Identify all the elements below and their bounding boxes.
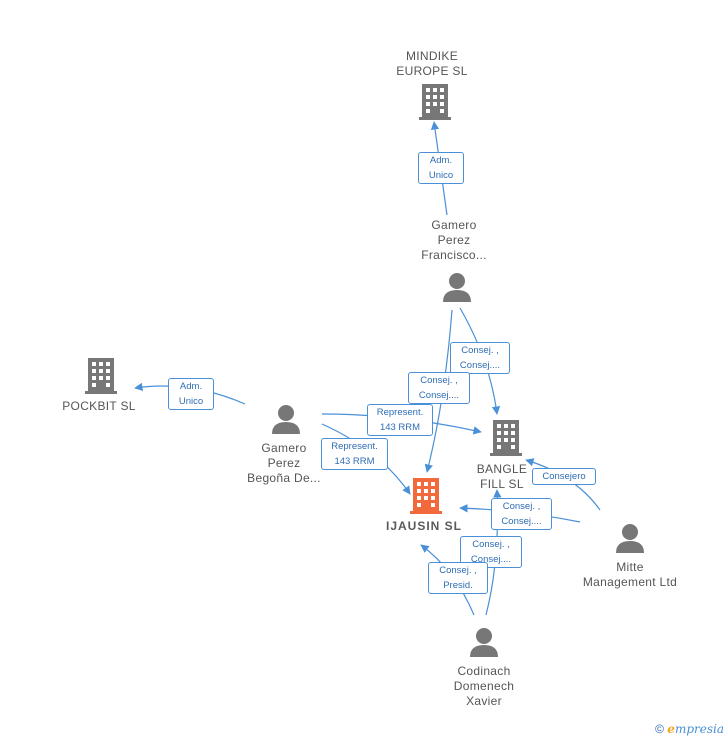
building-icon[interactable] — [490, 420, 522, 456]
building-icon[interactable] — [419, 84, 451, 120]
node-label-pockbit[interactable]: POCKBIT SL — [62, 399, 136, 413]
building-icon[interactable] — [85, 358, 117, 394]
edge-label-e1[interactable]: Adm. Unico — [418, 152, 464, 184]
building-icon[interactable] — [410, 478, 442, 514]
edge-label-e8[interactable]: Consej. , Consej.... — [491, 498, 552, 530]
person-icon[interactable] — [442, 272, 472, 302]
node-label-gamero-begona[interactable]: Gamero Perez Begoña De... — [247, 441, 321, 485]
copyright-symbol: © — [655, 722, 664, 736]
brand-logo-e: e — [667, 722, 675, 736]
edge-label-e6[interactable]: Represent. 143 RRM — [321, 438, 388, 470]
edge-label-e3[interactable]: Consej. , Consej.... — [450, 342, 510, 374]
copyright-notice: © empresia — [655, 722, 724, 736]
node-label-mindike[interactable]: MINDIKE EUROPE SL — [396, 49, 468, 78]
person-icon[interactable] — [271, 404, 301, 434]
brand-logo[interactable]: empresia — [667, 722, 724, 736]
node-label-gamero-francisco[interactable]: Gamero Perez Francisco... — [421, 218, 487, 262]
brand-logo-text: mpresia — [674, 722, 724, 736]
node-label-ijausin[interactable]: IJAUSIN SL — [385, 519, 462, 533]
person-icon[interactable] — [469, 627, 499, 657]
person-icon[interactable] — [615, 523, 645, 553]
edge-label-e4[interactable]: Consej. , Consej.... — [408, 372, 470, 404]
edge-label-e5[interactable]: Represent. 143 RRM — [367, 404, 433, 436]
edge-label-e10[interactable]: Consej. , Presid. — [428, 562, 488, 594]
node-label-codinach[interactable]: Codinach Domenech Xavier — [453, 664, 515, 708]
edge-label-e7[interactable]: Consejero — [532, 468, 596, 485]
node-label-mitte[interactable]: Mitte Management Ltd — [582, 560, 678, 589]
node-label-bangle[interactable]: BANGLE FILL SL — [476, 462, 528, 491]
edge-label-e2[interactable]: Adm. Unico — [168, 378, 214, 410]
